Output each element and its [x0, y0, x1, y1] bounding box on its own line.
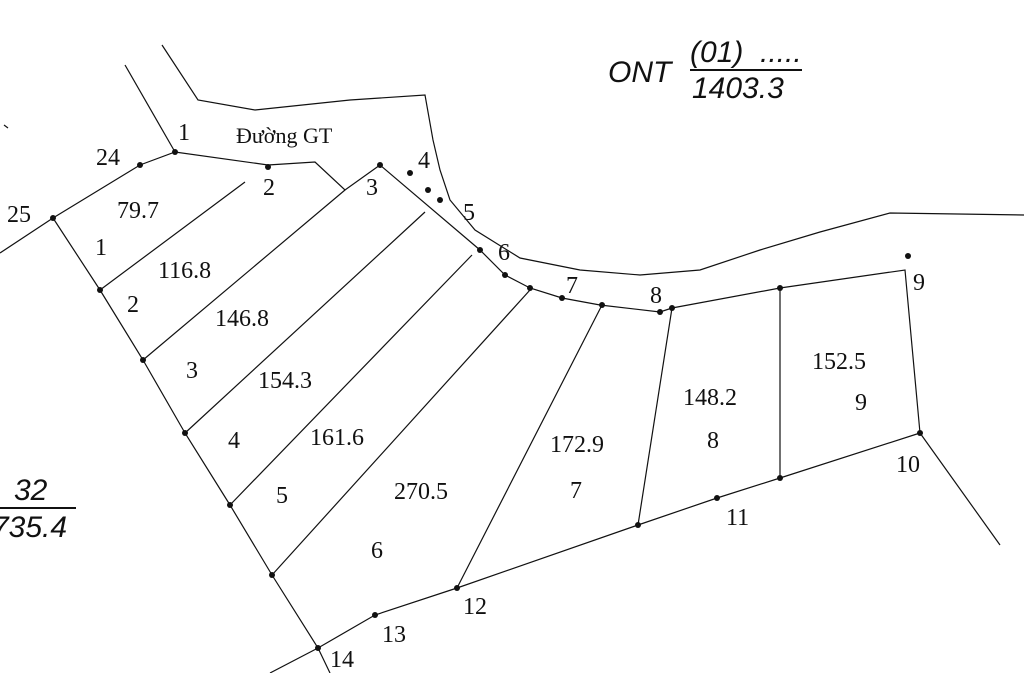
left-parcel-denominator: 735.4: [0, 511, 67, 544]
vertex-point: [315, 645, 321, 651]
vertex-label-12: 12: [463, 594, 487, 620]
vertex-point: [227, 502, 233, 508]
divider-2-3: [142, 189, 346, 361]
lot-3-number: 3: [186, 358, 198, 384]
divider-7-8: [637, 307, 673, 526]
lot-6-area: 270.5: [394, 479, 448, 505]
vertex-point: [372, 612, 378, 618]
divider-4-5: [229, 254, 473, 506]
edge-tick: [3, 124, 9, 129]
rear-boundary: [269, 432, 921, 673]
vertex-point: [502, 272, 508, 278]
lot-2-area: 116.8: [158, 258, 211, 284]
outer-boundary: [0, 151, 381, 254]
lot-2-number: 2: [127, 292, 139, 318]
vertex-points: [50, 149, 923, 651]
vertex-point: [454, 585, 460, 591]
ont-dots: .....: [760, 36, 802, 69]
vertex-label-4: 4: [418, 148, 430, 174]
ont-annotation: ONT (01) ..... 1403.3: [608, 36, 802, 105]
vertex-label-5: 5: [463, 200, 475, 226]
vertex-point: [97, 287, 103, 293]
vertex-point: [172, 149, 178, 155]
lot-5-number: 5: [276, 483, 288, 509]
road-label: Đường GT: [236, 123, 333, 148]
lot-8-area: 148.2: [683, 385, 737, 411]
vertex-point: [777, 475, 783, 481]
vertex-point: [527, 285, 533, 291]
ont-denominator: 1403.3: [692, 72, 784, 105]
vertex-label-14: 14: [330, 647, 354, 673]
lot-5-area: 161.6: [310, 425, 364, 451]
lot-8-number: 8: [707, 428, 719, 454]
vertex-point: [377, 162, 383, 168]
vertex-point: [265, 164, 271, 170]
vertex-label-11: 11: [726, 505, 749, 531]
vertex-point: [669, 305, 675, 311]
lot-3-area: 146.8: [215, 306, 269, 332]
lot-1-number: 1: [95, 235, 107, 261]
vertex-label-13: 13: [382, 622, 406, 648]
vertex-point: [905, 253, 911, 259]
vertex-label-3: 3: [366, 175, 378, 201]
lot-6-number: 6: [371, 538, 383, 564]
left-parcel-annotation: 32 735.4: [0, 474, 76, 544]
vertex-label-9: 9: [913, 270, 925, 296]
vertex-point: [407, 170, 413, 176]
lot-4-area: 154.3: [258, 368, 312, 394]
lot-1-area: 79.7: [117, 198, 159, 224]
boundary-extension: [919, 432, 1001, 546]
vertex-point: [599, 302, 605, 308]
vertex-label-10: 10: [896, 452, 920, 478]
road-upper-edge: [161, 44, 1024, 276]
vertex-point: [635, 522, 641, 528]
vertex-point: [425, 187, 431, 193]
vertex-label-6: 6: [498, 240, 510, 266]
vertex-point: [137, 162, 143, 168]
lot-9-number: 9: [855, 390, 867, 416]
divider-6-7: [456, 304, 603, 589]
vertex-label-1: 1: [178, 120, 190, 146]
vertex-label-24: 24: [96, 145, 120, 171]
left-boundary: [52, 217, 331, 673]
divider-3-4: [184, 211, 426, 434]
left-parcel-numerator: 32: [14, 474, 48, 507]
ont-numerator: (01): [690, 36, 743, 69]
vertex-point: [559, 295, 565, 301]
divider-1-2: [99, 181, 246, 291]
road-left-edge: [124, 64, 176, 153]
lot-7-area: 172.9: [550, 432, 604, 458]
vertex-point: [917, 430, 923, 436]
lot-7-number: 7: [570, 478, 582, 504]
vertex-label-8: 8: [650, 283, 662, 309]
vertex-point: [269, 572, 275, 578]
vertex-label-7: 7: [566, 273, 578, 299]
ont-prefix: ONT: [608, 56, 674, 89]
vertex-point: [437, 197, 443, 203]
divider-5-6: [271, 289, 531, 576]
vertex-point: [777, 285, 783, 291]
vertex-label-2: 2: [263, 175, 275, 201]
vertex-point: [477, 247, 483, 253]
lot-9-area: 152.5: [812, 349, 866, 375]
vertex-point: [657, 309, 663, 315]
vertex-label-25: 25: [7, 202, 31, 228]
vertex-point: [714, 495, 720, 501]
lot-4-number: 4: [228, 428, 240, 454]
vertex-point: [50, 215, 56, 221]
vertex-point: [182, 430, 188, 436]
vertex-point: [140, 357, 146, 363]
